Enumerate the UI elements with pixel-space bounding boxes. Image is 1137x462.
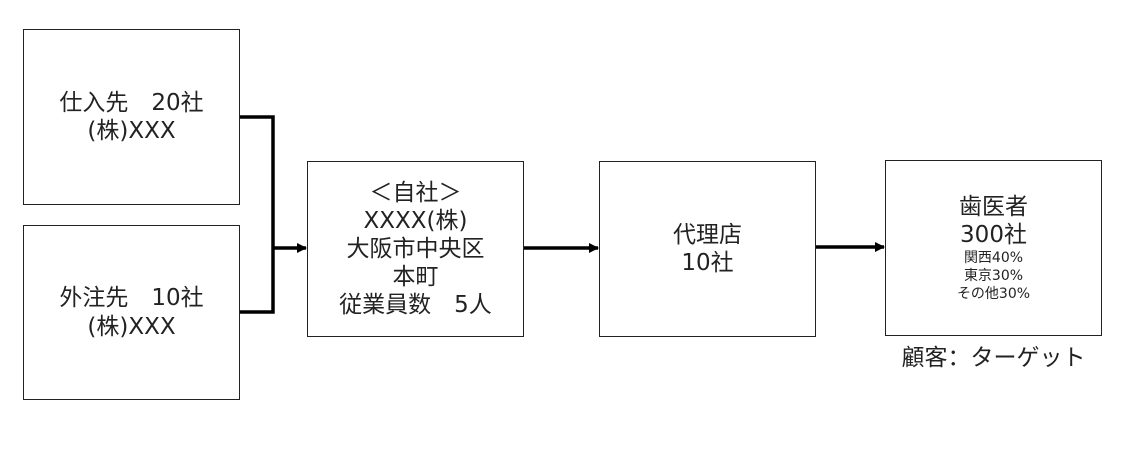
customer-share-other: その他30%	[956, 286, 1031, 303]
agency-title: 代理店	[673, 221, 742, 248]
agency-count: 10社	[681, 250, 734, 276]
own-company-name: XXXX(株)	[363, 207, 468, 234]
customer-box: 歯医者 300社 関西40% 東京30% その他30%	[885, 160, 1102, 336]
own-company-employees: 従業員数 5人	[339, 292, 492, 319]
own-company-address-town: 本町	[392, 264, 439, 291]
own-company-box: ＜自社＞ XXXX(株) 大阪市中央区 本町 従業員数 5人	[307, 161, 524, 337]
supplier-company-name: (株)XXX	[87, 118, 176, 144]
customer-count: 300社	[960, 221, 1027, 248]
outsource-company-name: (株)XXX	[87, 313, 176, 340]
agency-box: 代理店 10社	[599, 161, 816, 337]
customer-caption: 顧客：ターゲット	[901, 345, 1086, 371]
customer-title: 歯医者	[959, 193, 1028, 220]
customer-share-tokyo: 東京30%	[963, 267, 1024, 284]
bracket-connector	[240, 115, 275, 314]
outsource-box: 外注先 10社 (株)XXX	[23, 225, 240, 400]
own-company-heading: ＜自社＞	[369, 179, 462, 206]
supplier-box: 仕入先 20社 (株)XXX	[23, 29, 240, 205]
own-company-address-city: 大阪市中央区	[346, 235, 485, 262]
customer-share-kansai: 関西40%	[963, 249, 1024, 266]
outsource-title: 外注先 10社	[59, 285, 204, 312]
supplier-title: 仕入先 20社	[59, 89, 204, 116]
